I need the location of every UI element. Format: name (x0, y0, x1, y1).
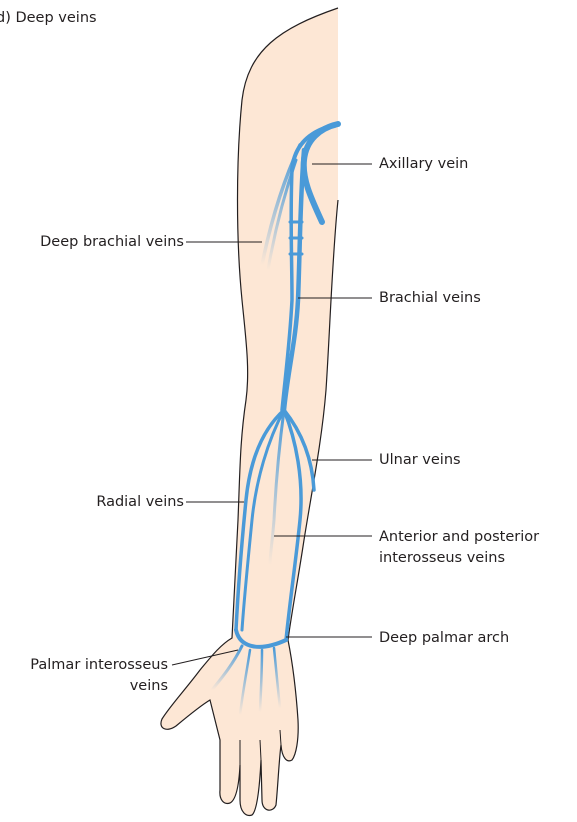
label-radial-veins: Radial veins (96, 492, 184, 512)
label-interosseus-line2: interosseus veins (379, 548, 505, 568)
figure-title: d) Deep veins (0, 10, 97, 26)
label-axillary-vein: Axillary vein (379, 154, 468, 174)
label-palmar-line1: Palmar interosseus (30, 655, 168, 675)
label-deep-brachial-veins: Deep brachial veins (40, 232, 184, 252)
arm-skin (161, 8, 338, 815)
label-palmar-line2: veins (130, 676, 168, 696)
label-ulnar-veins: Ulnar veins (379, 450, 461, 470)
label-brachial-veins: Brachial veins (379, 288, 481, 308)
label-interosseus-line1: Anterior and posterior (379, 527, 539, 547)
arm-outline (161, 8, 338, 815)
label-deep-palmar-arch: Deep palmar arch (379, 628, 509, 648)
